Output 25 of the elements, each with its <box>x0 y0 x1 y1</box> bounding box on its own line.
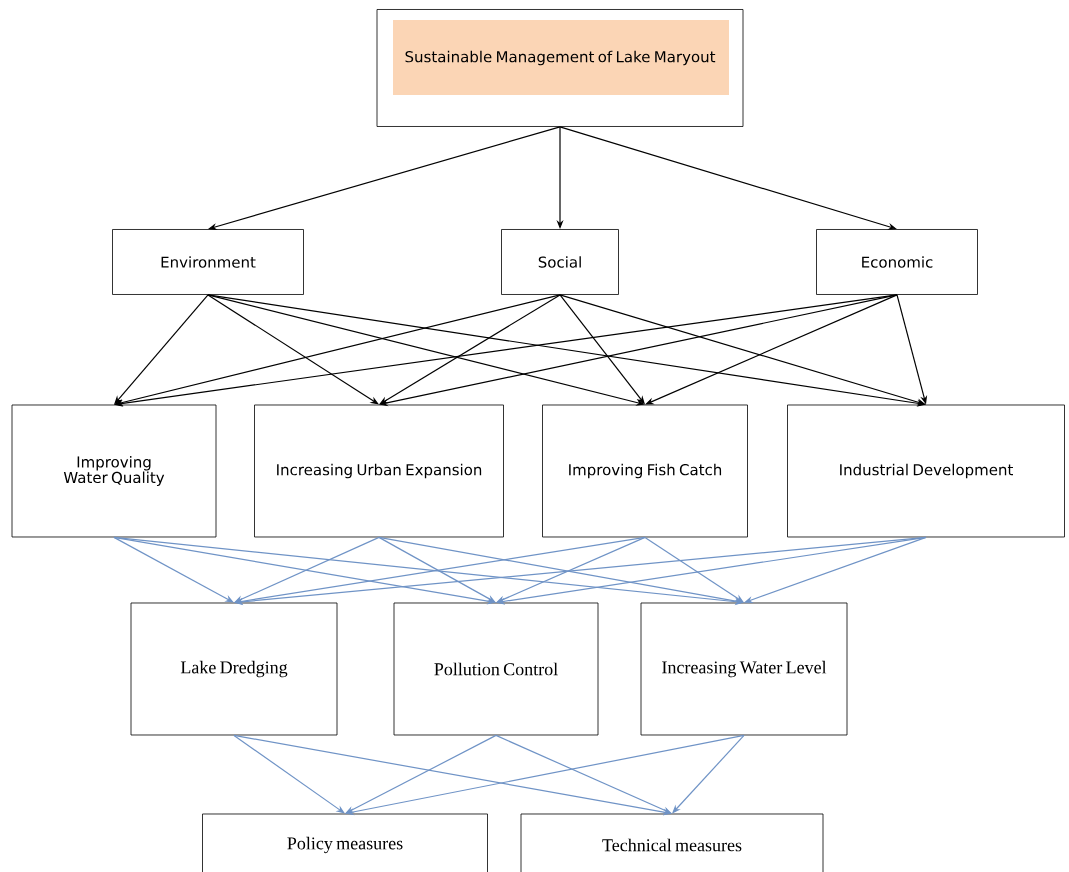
arrow <box>378 536 496 603</box>
process-box: Sustainable Management of Lake Maryout <box>376 9 744 127</box>
arrow <box>234 536 380 603</box>
process-box: Lake Dredging <box>130 602 338 736</box>
arrow <box>495 734 672 814</box>
process-box: Improving Fish Catch <box>542 404 748 538</box>
process-box: Environment <box>112 229 304 295</box>
arrow <box>645 294 898 405</box>
arrow <box>345 734 497 814</box>
arrow <box>233 734 345 814</box>
arrow <box>113 536 234 603</box>
arrow <box>744 536 927 603</box>
arrow <box>379 294 561 405</box>
process-box: Improving Water Quality <box>11 404 217 538</box>
process-box: Pollution Control <box>393 602 599 736</box>
process-box: Policy measures <box>202 813 488 872</box>
process-box: Social <box>501 229 619 295</box>
arrow <box>496 536 646 603</box>
process-box: Increasing Water Level <box>640 602 848 736</box>
process-box: Technical measures <box>520 813 824 872</box>
process-box: Industrial Development <box>787 404 1065 538</box>
arrow <box>207 294 379 405</box>
process-box: Increasing Urban Expansion <box>254 404 504 538</box>
arrow <box>644 536 744 603</box>
process-box: Economic <box>816 229 978 295</box>
